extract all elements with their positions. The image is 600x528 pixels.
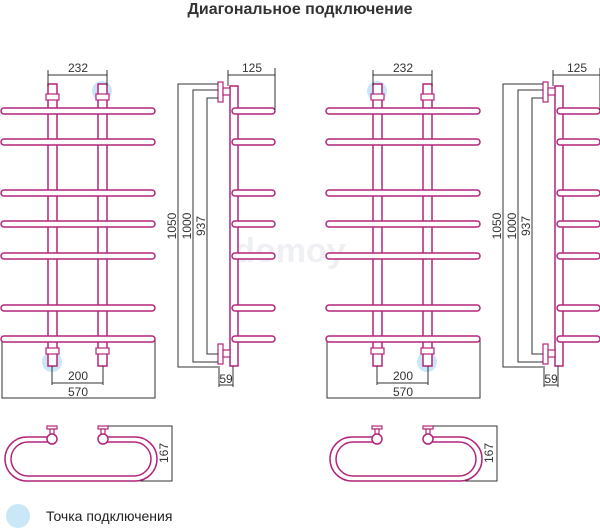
side-rail xyxy=(556,304,600,312)
dim-line-937 xyxy=(531,97,543,355)
side-rail xyxy=(556,138,600,146)
dim-depth: 125 xyxy=(567,61,587,75)
dim-top-depth: 167 xyxy=(157,443,171,463)
side-rail xyxy=(231,335,276,343)
bracket-bottom xyxy=(217,343,224,365)
horizontal-rail xyxy=(325,107,481,115)
horizontal-rail xyxy=(0,304,156,312)
dim-axis-top: 232 xyxy=(68,61,88,75)
dim-937: 937 xyxy=(194,216,208,236)
dim-1000: 1000 xyxy=(180,212,194,239)
horizontal-rail xyxy=(0,220,156,228)
tube-fitting xyxy=(95,347,110,355)
dim-1050: 1050 xyxy=(490,212,504,239)
width-dimension-frame xyxy=(326,340,481,399)
horizontal-rail xyxy=(0,252,156,260)
horizontal-rail xyxy=(325,304,481,312)
horizontal-rail xyxy=(325,252,481,260)
width-dimension-frame xyxy=(1,340,156,399)
dim-width: 570 xyxy=(393,385,413,399)
tube-fitting xyxy=(95,93,110,101)
bracket-bottom xyxy=(542,343,549,365)
tube-fitting xyxy=(45,93,60,101)
side-rail xyxy=(231,252,276,260)
horizontal-rail xyxy=(325,335,481,343)
dim-top-depth: 167 xyxy=(482,443,496,463)
dim-depth: 125 xyxy=(242,61,262,75)
dim-1050: 1050 xyxy=(165,212,179,239)
dim-line-1000 xyxy=(192,89,218,363)
bracket-top xyxy=(217,81,224,103)
horizontal-rail xyxy=(0,138,156,146)
side-rail xyxy=(231,189,276,197)
side-rail xyxy=(556,252,600,260)
tube-fitting xyxy=(420,347,435,355)
diagram-title: Диагональное подключение xyxy=(187,1,413,18)
legend: Точка подключения xyxy=(6,504,172,528)
side-rail xyxy=(556,189,600,197)
watermark: domoy xyxy=(234,232,346,270)
top-view-loop-outer xyxy=(4,436,158,482)
bracket-top-nut xyxy=(547,87,556,96)
tube-fitting xyxy=(45,347,60,355)
horizontal-rail xyxy=(0,189,156,197)
dim-axis-bottom: 200 xyxy=(68,369,88,383)
side-rail xyxy=(556,220,600,228)
horizontal-rail xyxy=(325,189,481,197)
dim-width: 570 xyxy=(68,385,88,399)
legend-label: Точка подключения xyxy=(46,508,173,524)
top-view-loop-inner xyxy=(335,441,477,477)
dim-line-167 xyxy=(433,425,498,482)
bracket-top xyxy=(542,81,549,103)
horizontal-rail xyxy=(0,107,156,115)
dim-axis-bottom: 200 xyxy=(393,369,413,383)
dim-line-1050 xyxy=(502,83,543,368)
side-rail xyxy=(231,220,276,228)
horizontal-rail xyxy=(325,138,481,146)
dim-1000: 1000 xyxy=(505,212,519,239)
dim-wall: 59 xyxy=(544,372,558,386)
top-view-loop-inner xyxy=(10,441,152,477)
side-rail xyxy=(231,138,276,146)
horizontal-rail xyxy=(325,220,481,228)
tube-fitting xyxy=(370,93,385,101)
dim-wall: 59 xyxy=(219,372,233,386)
dim-line-1050 xyxy=(177,83,218,368)
dim-line-1000 xyxy=(517,89,543,363)
dim-axis-top: 232 xyxy=(393,61,413,75)
bracket-bottom-nut xyxy=(547,349,556,358)
dim-line-167 xyxy=(108,425,173,482)
dim-line-937 xyxy=(206,97,218,355)
dim-937: 937 xyxy=(519,216,533,236)
bracket-bottom-nut xyxy=(222,349,231,358)
top-view-connector xyxy=(422,433,434,445)
top-view-connector xyxy=(46,433,58,445)
tube-fitting xyxy=(370,347,385,355)
bracket-top-nut xyxy=(222,87,231,96)
side-rail xyxy=(231,107,276,115)
tube-fitting xyxy=(420,93,435,101)
side-rail xyxy=(231,304,276,312)
top-view-connector xyxy=(97,433,109,445)
horizontal-rail xyxy=(0,335,156,343)
connection-point-swatch xyxy=(6,504,30,528)
top-view-connector xyxy=(371,433,383,445)
side-rail xyxy=(556,107,600,115)
top-view-loop-outer xyxy=(329,436,483,482)
side-rail xyxy=(556,335,600,343)
